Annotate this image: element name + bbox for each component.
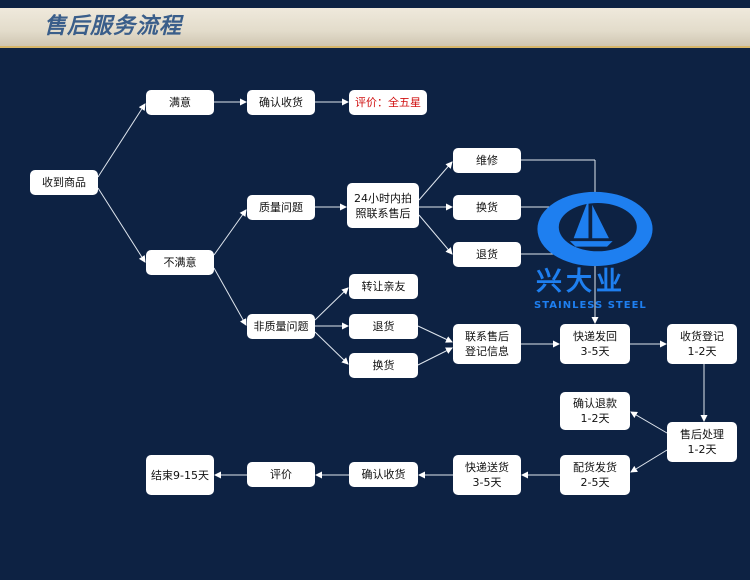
node-repair: 维修 [453,148,521,173]
node-return-quality: 退货 [453,242,521,267]
sailboat-logo-icon [537,191,653,267]
logo-name-en: STAINLESS STEEL [534,300,647,311]
node-confirm-receipt: 确认收货 [247,90,315,115]
node-received: 收到商品 [30,170,98,195]
node-non-quality-issue: 非质量问题 [247,314,315,339]
node-receive-register: 收货登记 1-2天 [667,324,737,364]
node-confirm-refund: 确认退款 1-2天 [560,392,630,430]
logo-name-cn: 兴大业 [536,267,627,297]
node-satisfied: 满意 [146,90,214,115]
node-quality-issue: 质量问题 [247,195,315,220]
node-unsatisfied: 不满意 [146,250,214,275]
node-exchange-quality: 换货 [453,195,521,220]
node-transfer-friends: 转让亲友 [349,274,418,299]
page-title: 售后服务流程 [44,14,183,39]
node-review: 评价 [247,462,315,487]
node-confirm-receipt-final: 确认收货 [349,462,418,487]
node-end: 结束9-15天 [146,455,214,495]
node-exchange-non-quality: 换货 [349,353,418,378]
node-prepare-ship: 配货发货 2-5天 [560,455,630,495]
node-contact-register: 联系售后 登记信息 [453,324,521,364]
node-after-sales-process: 售后处理 1-2天 [667,422,737,462]
node-contact-24h: 24小时内拍 照联系售后 [347,183,419,228]
node-ship-back: 快递发回 3-5天 [560,324,630,364]
node-return-non-quality: 退货 [349,314,418,339]
header-banner: 售后服务流程 [0,8,750,48]
node-express-delivery: 快递送货 3-5天 [453,455,521,495]
company-logo: 兴大业 STAINLESS STEEL [530,190,660,320]
node-review-five-star: 评价：全五星 [349,90,427,115]
